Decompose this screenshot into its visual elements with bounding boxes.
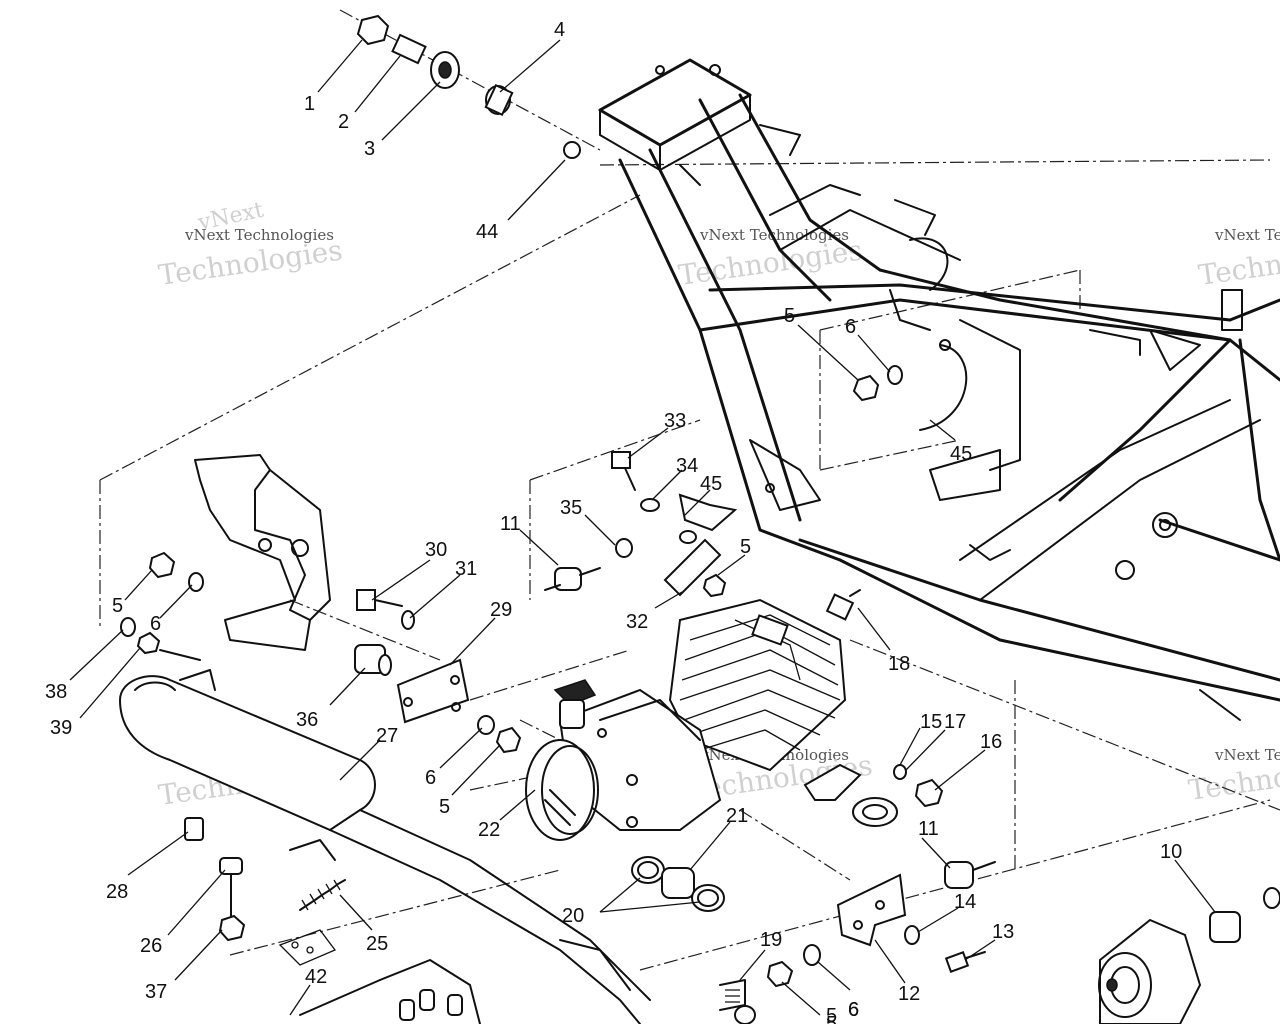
callout-label: 39 [50,717,72,739]
callout-label: 44 [476,221,498,243]
callout-label: 35 [560,497,582,519]
callout-label: 31 [455,558,477,580]
callout-label: 6 [848,999,859,1021]
callout-label: 16 [980,731,1002,753]
watermark-text: vNext Technologies [184,226,334,244]
watermark-text: vNext Technologies [699,226,849,244]
callout-label: 26 [140,935,162,957]
rubber-mount-36 [354,644,392,676]
callout-label: 22 [478,819,500,841]
callout-label: 6 [848,999,859,1021]
top-mount-hardware [356,14,581,159]
callout-label: 5 [784,305,795,327]
callout-labels: 1 2 3 4 44 5 6 45 33 34 45 35 11 5 32 30… [45,19,1182,1024]
callout-label: 42 [305,966,327,988]
callout-label: 6 [425,767,436,789]
callout-label: 28 [106,881,128,903]
drive-clutch [1098,887,1280,1024]
callout-label: 19 [760,929,782,951]
watermark-text: vNext Technologies [1214,746,1280,764]
engine-side-plate [194,454,331,651]
callout-label: 45 [700,473,722,495]
callout-label: 5 [826,1005,837,1024]
muffler-exhaust [118,669,651,1024]
callout-label: 33 [664,410,686,432]
callout-label: 2 [338,111,349,133]
bracket-plate-29 [396,658,522,754]
callout-label: 38 [45,681,67,703]
callout-label: 13 [992,921,1014,943]
callout-label: 17 [944,711,966,733]
callout-label: 21 [726,805,748,827]
callout-label: 11 [918,818,939,840]
callout-label: 1 [304,93,315,115]
callout-label: 37 [145,981,167,1003]
callout-label: 12 [898,983,920,1005]
callout-label: 5 [826,1013,837,1024]
callout-label: 30 [425,539,447,561]
left-hardware [120,551,204,661]
callout-label: 45 [950,443,972,465]
bolt-30-31 [356,589,415,630]
callout-label: 5 [740,536,751,558]
exhaust-hardware [184,817,346,966]
callout-label: 32 [626,611,648,633]
callout-label: 27 [376,725,398,747]
callout-label: 20 [562,905,584,927]
bottom-hardware [719,944,821,1024]
callout-label: 6 [845,316,856,338]
callout-label: 10 [1160,841,1182,863]
watermark-text: vNext Technologies [1214,226,1280,244]
callout-label: 34 [676,455,698,477]
callout-label: 5 [112,595,123,617]
mount-nut-washer [852,365,903,402]
callout-label: 18 [888,653,910,675]
callout-label: 5 [439,796,450,818]
atv-frame [598,58,1280,721]
callout-label: 6 [150,613,161,635]
callout-label: 25 [366,933,388,955]
callout-label: 4 [554,19,565,41]
callout-label: 15 [920,711,942,733]
callout-label: 11 [500,513,521,535]
leader-lines [69,39,1216,1016]
callout-label: 3 [364,138,375,160]
intake-boot-clamps [631,856,725,912]
callout-label: 36 [296,709,318,731]
engine-mount-hardware [544,451,738,598]
callout-label: 29 [490,599,512,621]
callout-label: 14 [954,891,976,913]
engine-assembly [525,589,944,841]
